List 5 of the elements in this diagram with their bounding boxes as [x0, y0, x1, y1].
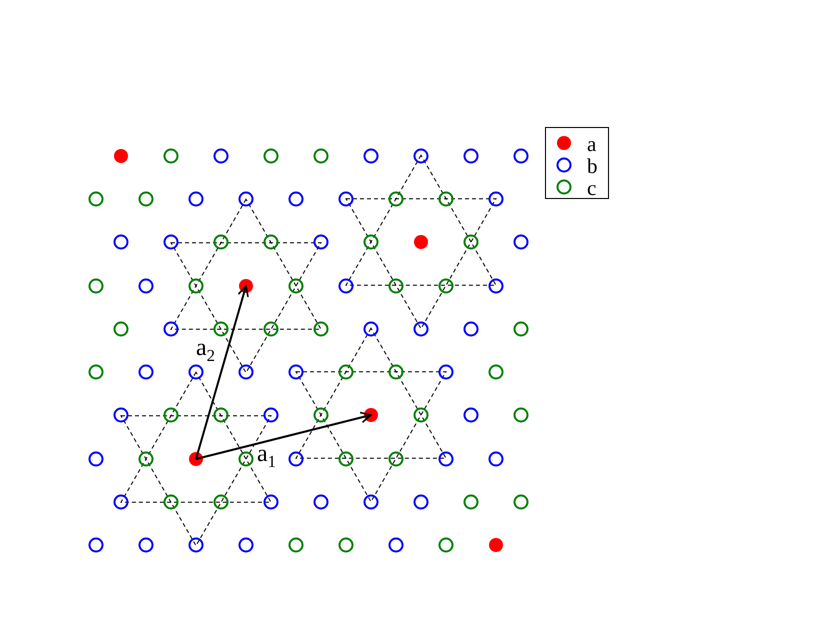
legend-label: a	[587, 134, 596, 155]
legend-label: b	[587, 156, 598, 177]
legend-label: c	[587, 178, 596, 199]
vector-label: a$_{2}$	[196, 336, 216, 365]
vector-label: a$_{1}$	[257, 442, 276, 471]
